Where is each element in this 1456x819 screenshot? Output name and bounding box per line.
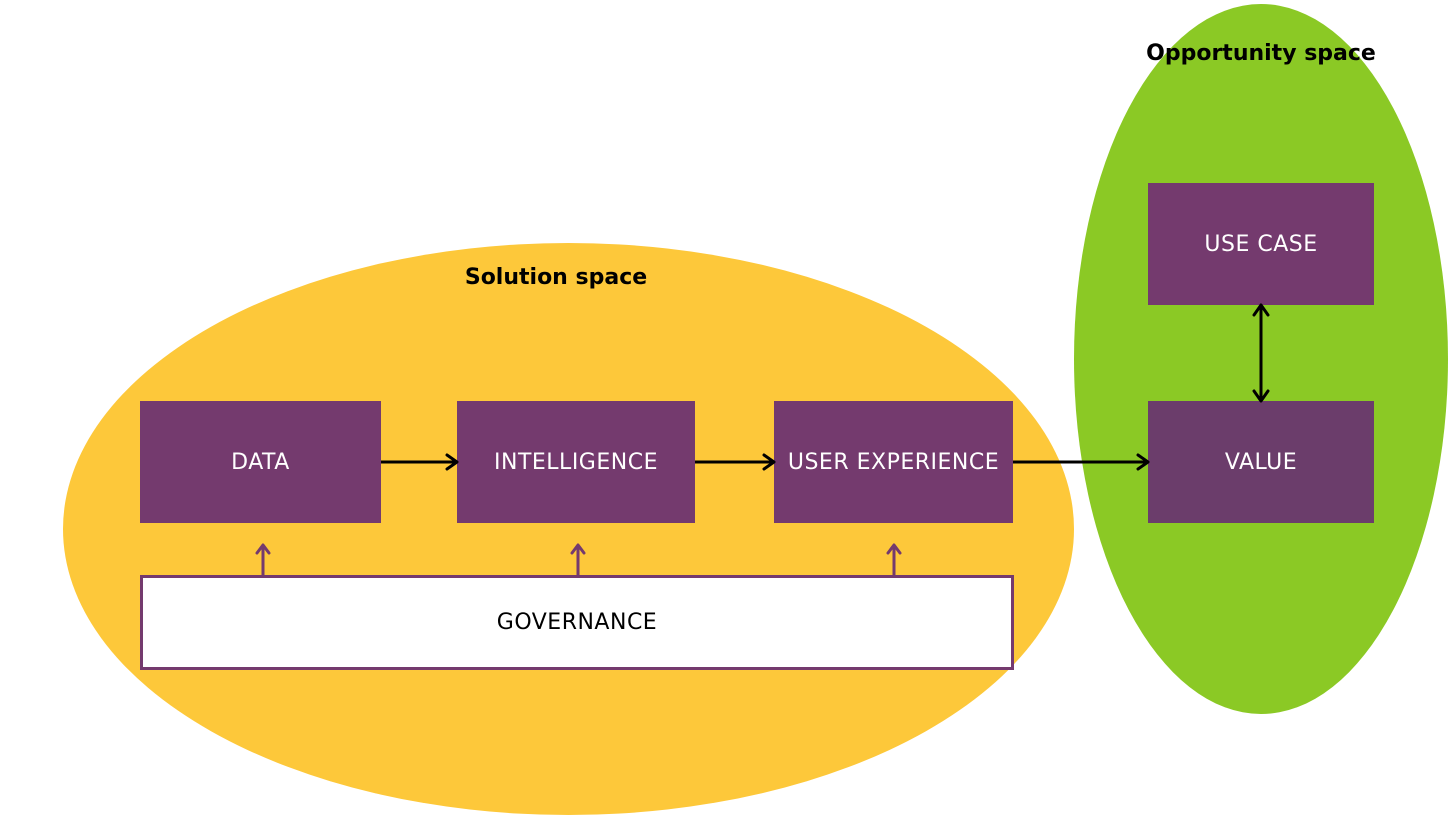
solution-space-ellipse — [63, 243, 1074, 815]
solution-space-title: Solution space — [464, 265, 648, 290]
value-node: VALUE — [1148, 401, 1374, 523]
use-case-node-label: USE CASE — [1204, 231, 1318, 257]
user-experience-node-label: USER EXPERIENCE — [787, 449, 1000, 475]
user-experience-node: USER EXPERIENCE — [774, 401, 1013, 523]
governance-node: GOVERNANCE — [140, 575, 1014, 670]
governance-node-label: GOVERNANCE — [496, 610, 658, 635]
use-case-node: USE CASE — [1148, 183, 1374, 305]
data-node: DATA — [140, 401, 381, 523]
opportunity-space-title: Opportunity space — [1146, 41, 1376, 66]
value-node-label: VALUE — [1224, 449, 1298, 475]
data-node-label: DATA — [231, 449, 290, 475]
intelligence-node: INTELLIGENCE — [457, 401, 695, 523]
opportunity-space-ellipse — [1074, 4, 1448, 714]
intelligence-node-label: INTELLIGENCE — [494, 449, 658, 475]
